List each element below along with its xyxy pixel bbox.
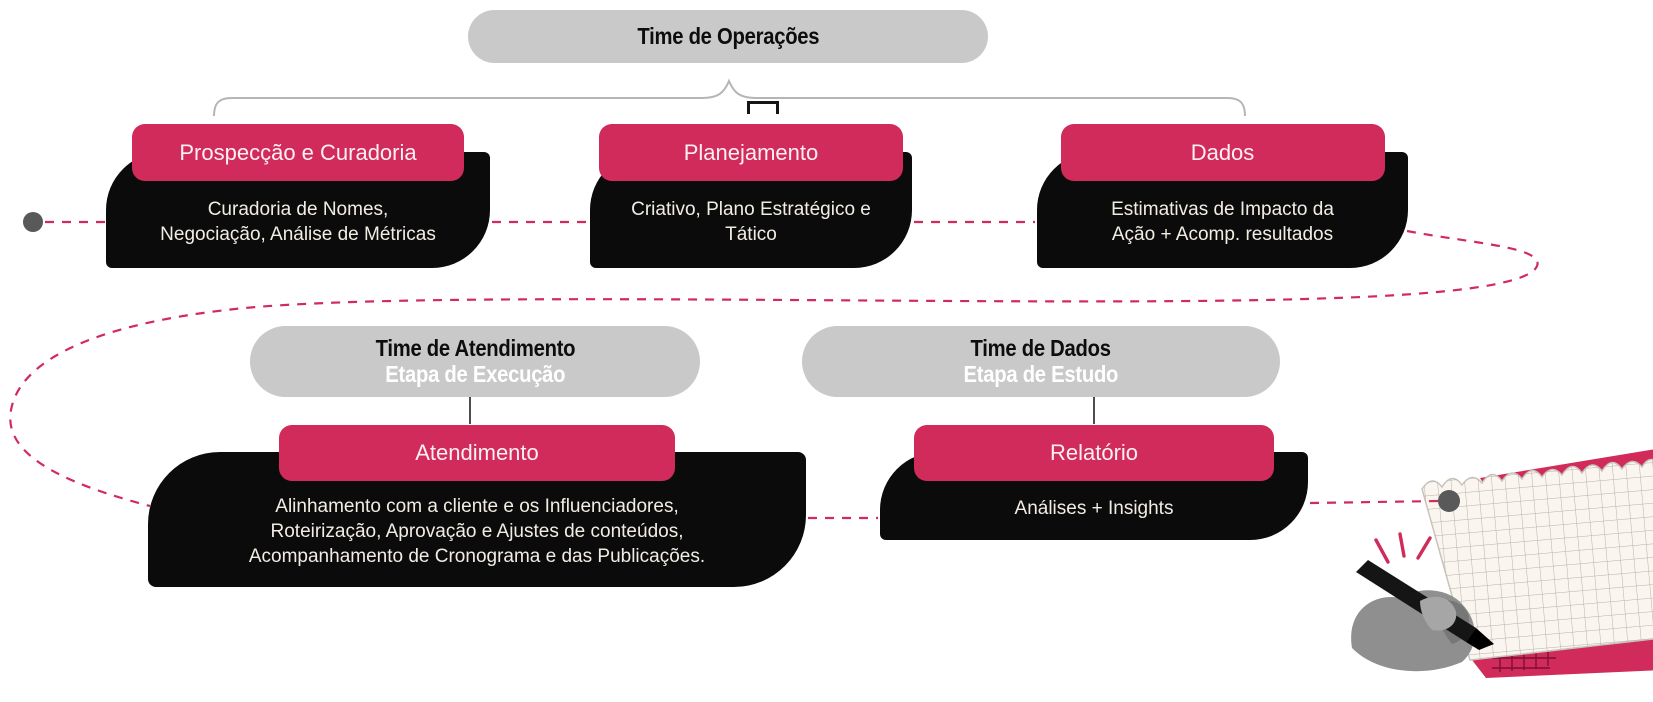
card-prospeccao-curadoria: Prospecção e Curadoria Curadoria de Nome… xyxy=(106,124,490,268)
card-relatorio: Relatório Análises + Insights xyxy=(880,425,1308,540)
bottom-sheet-grid-marks xyxy=(1492,640,1556,672)
center-bracket-icon xyxy=(747,101,779,114)
card-title-badge: Prospecção e Curadoria xyxy=(132,124,464,181)
card-body: Criativo, Plano Estratégico e Tático xyxy=(631,198,871,245)
card-body: Alinhamento com a cliente e os Influenci… xyxy=(248,495,706,568)
pen-barrel xyxy=(1356,560,1476,642)
card-title-badge: Dados xyxy=(1060,124,1385,181)
stage-label: Etapa de Estudo xyxy=(963,360,1119,387)
pen-tip xyxy=(1466,628,1494,650)
emphasis-strokes xyxy=(1374,532,1432,564)
crimson-backing-sheet xyxy=(1480,449,1653,497)
crimson-bottom-sheet xyxy=(1458,605,1653,678)
stage-label: Etapa de Execução xyxy=(384,360,566,387)
card-title: Dados xyxy=(1190,139,1255,165)
card-body: Estimativas de Impacto da Ação + Acomp. … xyxy=(1111,198,1334,245)
flow-start-dot xyxy=(23,212,43,232)
pill-card-stems xyxy=(469,397,1095,424)
card-dados: Dados Estimativas de Impacto da Ação + A… xyxy=(1037,124,1408,268)
card-title: Prospecção e Curadoria xyxy=(179,139,417,165)
card-title-badge: Relatório xyxy=(914,425,1274,481)
flow-end-dot xyxy=(1438,490,1460,512)
team-pill-operacoes: Time de Operações xyxy=(468,10,988,63)
brace-connector xyxy=(213,78,1246,117)
hand-with-pen xyxy=(1351,560,1494,672)
card-planejamento: Planejamento Criativo, Plano Estratégico… xyxy=(590,124,912,268)
team-pill-atendimento: Time de Atendimento Etapa de Execução xyxy=(250,326,700,397)
card-title: Relatório xyxy=(1049,440,1139,465)
card-body: Curadoria de Nomes, Negociação, Análise … xyxy=(160,198,436,245)
operations-label: Time de Operações xyxy=(637,22,819,49)
team-label: Time de Atendimento xyxy=(375,335,575,362)
card-title-badge: Planejamento xyxy=(599,124,903,181)
card-title: Planejamento xyxy=(683,139,819,165)
team-pill-dados: Time de Dados Etapa de Estudo xyxy=(802,326,1280,397)
torn-grid-paper xyxy=(1421,458,1653,661)
card-atendimento: Atendimento Alinhamento com a cliente e … xyxy=(148,425,806,587)
paper-grid-lines xyxy=(1422,459,1653,660)
team-label: Time de Dados xyxy=(970,335,1112,362)
card-title-badge: Atendimento xyxy=(279,425,675,481)
card-title: Atendimento xyxy=(415,440,539,465)
